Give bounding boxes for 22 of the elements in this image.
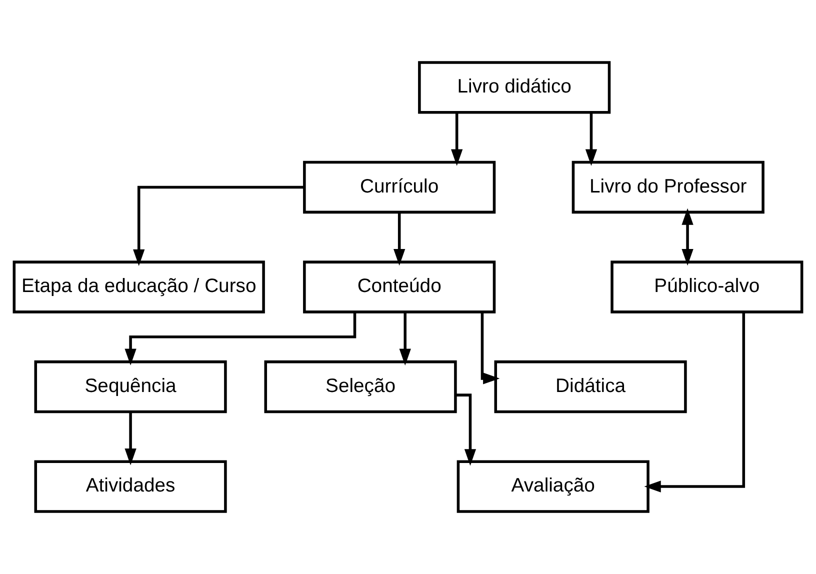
arrow — [585, 112, 598, 166]
arrow — [394, 212, 406, 266]
arrow — [124, 412, 136, 466]
arrow — [451, 112, 463, 166]
arrow — [399, 312, 411, 366]
arrow — [480, 312, 500, 384]
arrow — [682, 208, 694, 266]
node-box: Currículo — [303, 160, 496, 214]
node-box: Atividades — [34, 460, 227, 513]
node-box: Livro didático — [418, 61, 611, 114]
arrow — [133, 186, 304, 266]
node-box: Sequência — [34, 360, 227, 414]
node-box: Etapa da educação / Curso — [12, 260, 265, 314]
node-box: Conteúdo — [303, 260, 496, 314]
arrow — [456, 394, 476, 466]
node-box: Público-alvo — [610, 260, 804, 314]
node-box: Seleção — [264, 360, 457, 414]
arrow — [124, 312, 356, 366]
node-box: Livro do Professor — [572, 160, 764, 214]
arrow — [644, 312, 746, 492]
node-box: Avaliação — [456, 460, 650, 513]
node-box: Didática — [494, 360, 687, 414]
